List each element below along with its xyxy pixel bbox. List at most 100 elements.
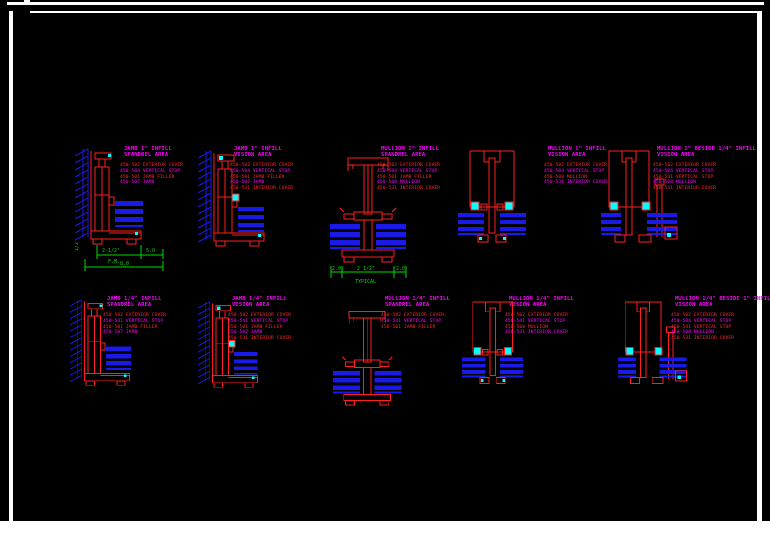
- detail-callout: JAMB 1/4" INFILL SPANDREL AREA 450-502 E…: [103, 296, 166, 336]
- detail-part: 450-504 VERTICAL STOP: [230, 168, 291, 174]
- detail-part: 450-541 VERTICAL STOP: [228, 318, 289, 324]
- screenshot-frame-left: [9, 11, 13, 522]
- detail-drawing-mullion-quarter-beside: [618, 300, 690, 389]
- detail-part: 450-531 INTERIOR COVER: [671, 336, 735, 342]
- detail-part: 450-508 MULLION: [653, 180, 696, 186]
- detail-title: VISION AREA: [675, 302, 713, 308]
- detail-part: 450-531 INTERIOR COVER: [544, 180, 608, 186]
- detail-part: 450-501 JAMB FILLER: [120, 174, 175, 180]
- detail-title: VISION AREA: [657, 152, 695, 158]
- detail-part: 450-504 VERTICAL STOP: [653, 168, 714, 174]
- svg-text:5.0: 5.0: [146, 248, 155, 254]
- svg-text:TYPICAL: TYPICAL: [355, 279, 376, 285]
- detail-title: MULLION 1/4" INFILL: [509, 296, 574, 302]
- detail-title: JAMB 1/4" INFILL: [107, 296, 162, 302]
- detail-drawing-jamb-1in-spandrel: 2-1/2" F.M. 5.0 8.0 1/2": [74, 147, 175, 281]
- detail-callout: MULLION 1" BESIDE 1/4" INFILL VISION ARE…: [653, 146, 756, 192]
- detail-part: 450-502 EXTERIOR COVER: [544, 163, 608, 168]
- screenshot-frame-bottom: [0, 521, 770, 533]
- detail-part: 450-507 JAMB: [228, 330, 263, 336]
- detail-title: MULLION 1" INFILL: [548, 146, 606, 152]
- detail-drawing-mullion-quarter-spandrel: [333, 308, 403, 412]
- detail-part: 450-502 EXTERIOR COVER: [103, 313, 167, 318]
- detail-title: MULLION 1/4" INFILL: [385, 296, 450, 302]
- detail-part: 450-501 JAMB FILLER: [103, 324, 158, 330]
- detail-drawing-mullion-quarter-vision: [462, 300, 527, 389]
- detail-title: VISION AREA: [509, 302, 547, 308]
- detail-title: MULLION 1/4" BESIDE 1" INFILL: [675, 296, 770, 302]
- detail-title: JAMB 1" INFILL: [124, 146, 172, 152]
- detail-title: SPANDREL AREA: [124, 152, 169, 158]
- detail-title: SPANDREL AREA: [381, 152, 426, 158]
- detail-part: 450-508 MULLION: [505, 324, 548, 330]
- svg-text:2 1/2": 2 1/2": [357, 266, 375, 272]
- detail-part: 450-507 JAMB: [120, 180, 155, 186]
- detail-part: 450-502 EXTERIOR COVER: [505, 313, 569, 318]
- viewport-top-edge: [30, 11, 757, 13]
- detail-callout: JAMB 1" INFILL SPANDREL AREA 450-502 EXT…: [120, 146, 183, 186]
- detail-title: JAMB 1/4" INFILL: [232, 296, 287, 302]
- detail-part: 450-507 JAMB: [103, 330, 138, 336]
- detail-part: 450-502 EXTERIOR COVER: [120, 163, 184, 168]
- detail-title: VISION AREA: [234, 152, 272, 158]
- svg-text:8.0: 8.0: [120, 261, 129, 267]
- detail-callout: MULLION 1" INFILL SPANDREL AREA 450-502 …: [377, 146, 440, 192]
- detail-part: 450-502 EXTERIOR COVER: [381, 313, 445, 318]
- detail-part: 450-504 VERTICAL STOP: [377, 168, 438, 174]
- detail-callout: MULLION 1/4" INFILL VISION AREA 450-502 …: [505, 296, 574, 336]
- detail-drawing-mullion-1in-vision: [458, 149, 530, 248]
- detail-part: 450-501 JAMB FILLER: [230, 174, 285, 180]
- detail-title: VISION AREA: [232, 302, 270, 308]
- detail-part: 450-508 MULLION: [544, 174, 587, 180]
- detail-title: MULLION 1" INFILL: [381, 146, 439, 152]
- detail-callout: JAMB 1" INFILL VISION AREA 450-502 EXTER…: [230, 146, 293, 192]
- detail-part: 450-504 VERTICAL STOP: [671, 318, 732, 324]
- detail-part: 450-508 MULLION: [377, 180, 420, 186]
- detail-part: 450-531 INTERIOR COVER: [228, 336, 292, 342]
- detail-part: 450-541 VERTICAL STOP: [381, 318, 442, 324]
- svg-text:1/2": 1/2": [75, 239, 80, 251]
- detail-drawing-jamb-quarter-spandrel: [69, 298, 133, 392]
- detail-part: 450-502 EXTERIOR COVER: [230, 163, 294, 168]
- detail-part: 450-541 VERTICAL STOP: [671, 324, 732, 330]
- detail-drawing-jamb-quarter-vision: [197, 300, 261, 394]
- detail-callout: MULLION 1/4" INFILL SPANDREL AREA 450-50…: [381, 296, 450, 330]
- detail-part: 450-501 JAMB FILLER: [381, 324, 436, 330]
- detail-part: 450-541 VERTICAL STOP: [103, 318, 164, 324]
- screenshot-frame-top: [7, 2, 764, 5]
- svg-text:2-1/2": 2-1/2": [102, 248, 120, 254]
- detail-title: MULLION 1" BESIDE 1/4" INFILL: [657, 146, 756, 152]
- detail-part: 450-541 VERTICAL STOP: [505, 318, 566, 324]
- detail-title: SPANDREL AREA: [385, 302, 430, 308]
- corner-tick: [24, 0, 30, 3]
- detail-title: VISION AREA: [548, 152, 586, 158]
- detail-part: 450-502 EXTERIOR COVER: [377, 163, 441, 168]
- detail-part: 450-501 JAMB FILLER: [377, 174, 432, 180]
- detail-title: JAMB 1" INFILL: [234, 146, 282, 152]
- detail-part: 450-541 VERTICAL STOP: [653, 174, 714, 180]
- detail-title: SPANDREL AREA: [107, 302, 152, 308]
- detail-part: 450-531 INTERIOR COVER: [505, 330, 569, 336]
- detail-part: 450-531 INTERIOR COVER: [653, 186, 717, 192]
- detail-part: 450-502 EXTERIOR COVER: [653, 163, 717, 168]
- detail-part: 450-531 INTERIOR COVER: [377, 186, 441, 192]
- detail-part: 450-531 INTERIOR COVER: [230, 186, 294, 192]
- svg-text:2.0: 2.0: [396, 266, 405, 272]
- svg-text:2.0: 2.0: [332, 266, 341, 272]
- detail-callout: MULLION 1/4" BESIDE 1" INFILL VISION ARE…: [671, 296, 770, 342]
- detail-part: 450-502 EXTERIOR COVER: [671, 313, 735, 318]
- detail-part: 450-501 JAMB FILLER: [228, 324, 283, 330]
- cad-canvas[interactable]: 2-1/2" F.M. 5.0 8.0 1/2" JAMB 1" INFILL SPAN…: [13, 13, 770, 521]
- detail-part: 450-508 MULLION: [671, 330, 714, 336]
- detail-drawing-jamb-1in-vision: [197, 149, 268, 253]
- detail-callout: MULLION 1" INFILL VISION AREA 450-502 EX…: [544, 146, 607, 186]
- svg-text:F.M.: F.M.: [108, 259, 120, 265]
- detail-part: 450-502 EXTERIOR COVER: [228, 313, 292, 318]
- detail-part: 450-504 VERTICAL STOP: [120, 168, 181, 174]
- detail-part: 450-504 VERTICAL STOP: [544, 168, 605, 174]
- detail-part: 450-507 JAMB: [230, 180, 265, 186]
- screenshot-frame-right: [757, 11, 762, 522]
- detail-callout: JAMB 1/4" INFILL VISION AREA 450-502 EXT…: [228, 296, 291, 342]
